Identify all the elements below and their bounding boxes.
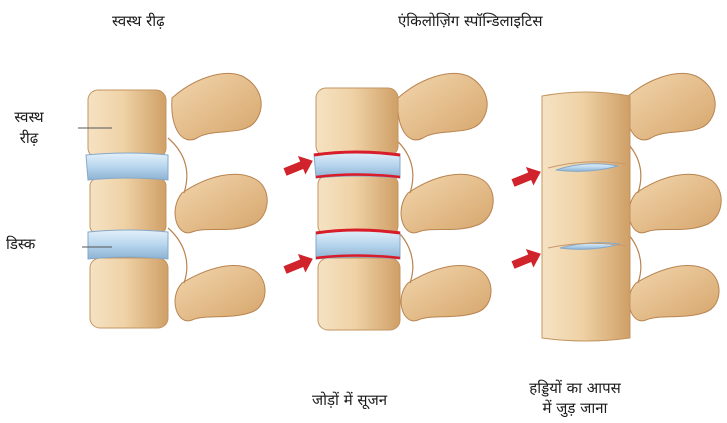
arrow-icon (509, 162, 544, 192)
healthy-spine (78, 73, 267, 328)
arrow-icon (509, 244, 544, 274)
fused-spine (509, 73, 721, 341)
arrow-icon (281, 249, 316, 279)
inflamed-spine (281, 73, 493, 330)
arrow-icon (281, 151, 316, 181)
